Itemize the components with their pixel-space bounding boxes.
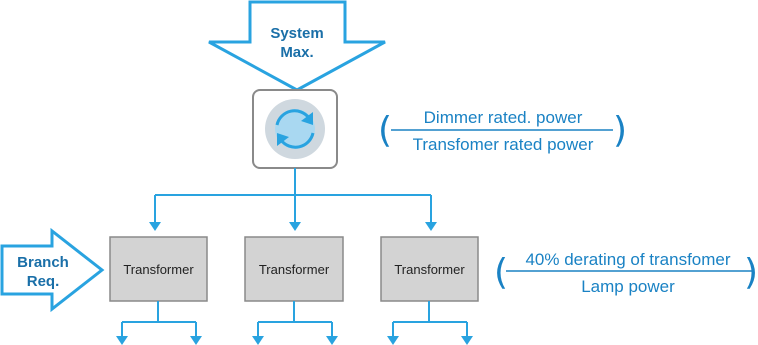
dimmer-box <box>252 89 338 169</box>
distribution-connectors <box>149 168 437 231</box>
lamp-ratio-denominator: Lamp power <box>581 277 675 296</box>
refresh-cycle-icon <box>265 99 325 159</box>
dimmer-ratio-open-paren: ( <box>378 110 392 151</box>
dimmer-ratio-numerator: Dimmer rated. power <box>424 108 583 127</box>
branch-req-label-line1: Branch <box>17 254 69 271</box>
dimmer-ratio-denominator: Transfomer rated power <box>413 135 594 154</box>
lamp-ratio-open-paren: ( <box>494 252 508 293</box>
dimmer-ratio: ( Dimmer rated. power Transfomer rated p… <box>378 108 627 154</box>
output-connectors <box>116 301 473 345</box>
branch-req-label-line2: Req. <box>27 273 60 290</box>
system-max-arrow: System Max. <box>208 0 386 92</box>
lamp-ratio-close-paren: ) <box>744 252 758 293</box>
system-max-label-line2: Max. <box>280 44 313 61</box>
branch-req-arrow: Branch Req. <box>0 227 105 313</box>
transformer-2-label: Transformer <box>259 262 330 277</box>
transformer-1-label: Transformer <box>123 262 194 277</box>
system-max-label-line1: System <box>270 25 323 42</box>
lamp-ratio-numerator: 40% derating of transfomer <box>525 250 730 269</box>
transformer-3-label: Transformer <box>394 262 465 277</box>
transformer-box-2: Transformer <box>244 236 344 302</box>
dimmer-ratio-close-paren: ) <box>613 110 627 151</box>
transformer-box-1: Transformer <box>109 236 208 302</box>
transformer-box-3: Transformer <box>380 236 479 302</box>
lamp-ratio: ( 40% derating of transfomer Lamp power … <box>494 250 758 296</box>
